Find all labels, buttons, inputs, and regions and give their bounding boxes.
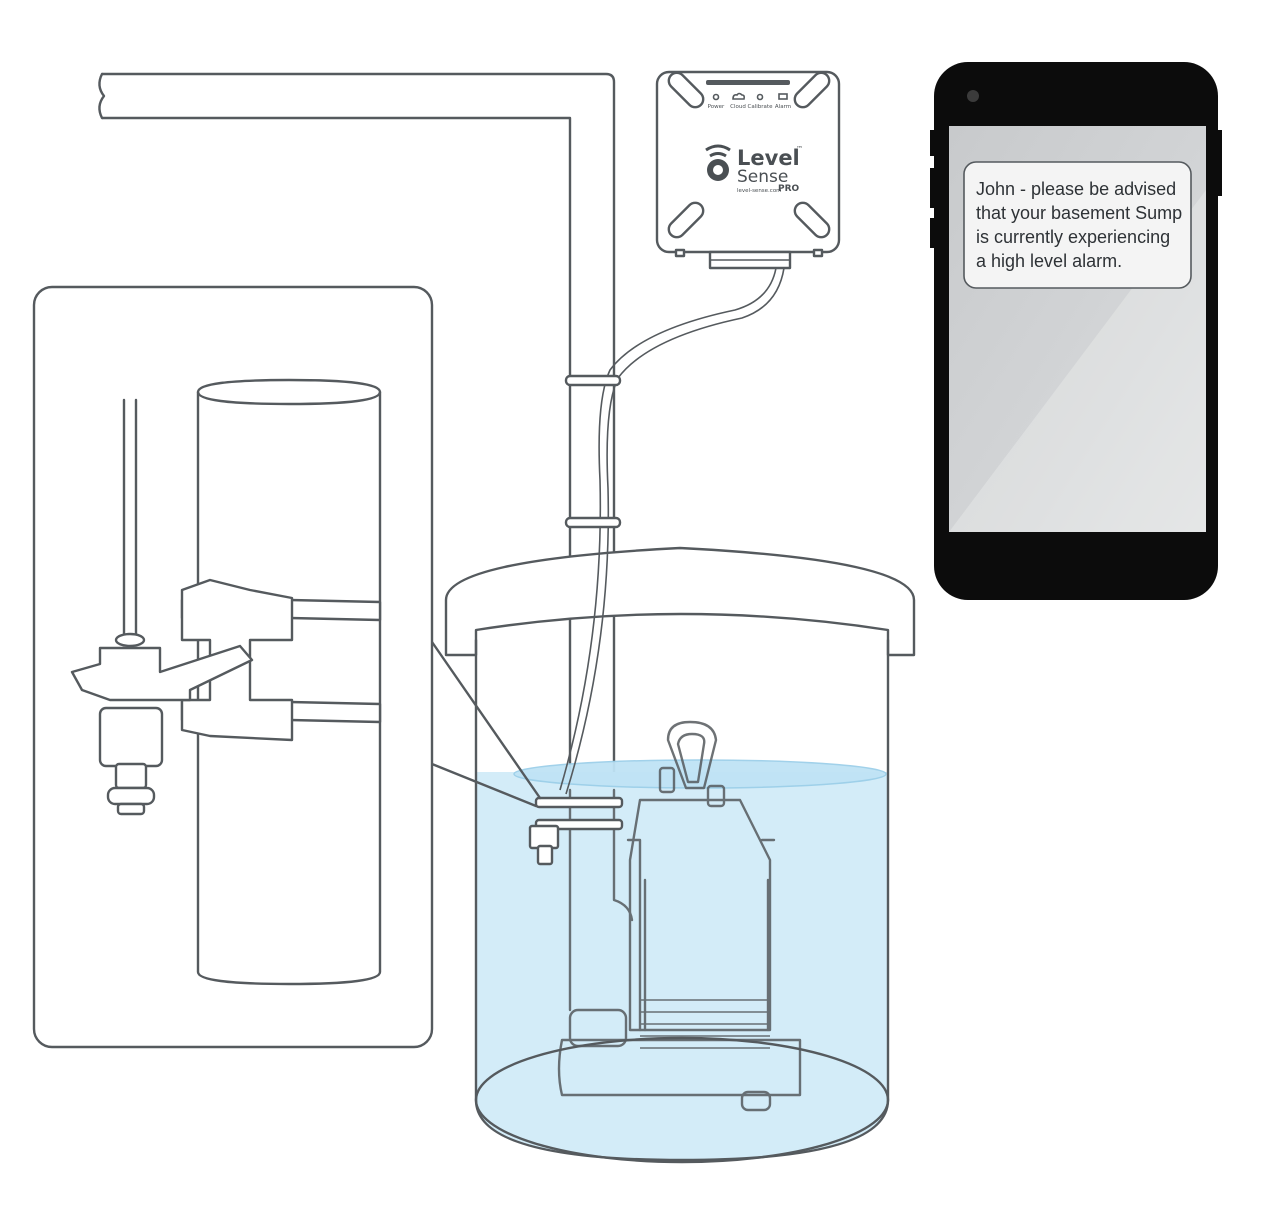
- terminal-block: [708, 250, 792, 270]
- led-label-cloud: Cloud: [730, 104, 746, 110]
- zoom-inset: [32, 285, 434, 1049]
- calibrate-icon: [756, 93, 764, 101]
- led-label-alarm: Alarm: [775, 104, 791, 110]
- smartphone: John - please be advised that your basem…: [930, 62, 1222, 600]
- callout-lines: [430, 640, 542, 808]
- alarm-icon: [778, 93, 788, 100]
- sump-pump: [557, 720, 802, 1112]
- float-sensor-small: [528, 796, 624, 866]
- message-line: a high level alarm.: [976, 251, 1122, 271]
- sump-pit: [444, 546, 916, 1164]
- brand-level: Level: [737, 146, 800, 170]
- power-icon: [712, 93, 720, 101]
- brand-trademark: ™: [796, 145, 803, 153]
- brand-sense: Sense: [737, 167, 788, 187]
- level-sense-logo-icon: [705, 144, 731, 181]
- message-bubble: [963, 161, 1192, 289]
- brand-url: level-sense.com: [737, 188, 782, 194]
- sensor-cable: [559, 267, 785, 795]
- level-sense-controller: Power Cloud Calibrate Alarm Level ™ Sens…: [655, 70, 841, 270]
- message-text: John - please be advised that your basem…: [976, 179, 1187, 271]
- message-line: is currently experiencing: [976, 227, 1170, 247]
- led-label-calibrate: Calibrate: [748, 104, 774, 110]
- message-line: that your basement Sump: [976, 203, 1182, 223]
- camera-icon: [967, 90, 979, 102]
- led-label-power: Power: [708, 104, 725, 110]
- water-volume: [476, 772, 888, 1160]
- brand-pro: PRO: [778, 184, 800, 194]
- message-line: John - please be advised: [976, 179, 1176, 199]
- cloud-icon: [732, 92, 746, 100]
